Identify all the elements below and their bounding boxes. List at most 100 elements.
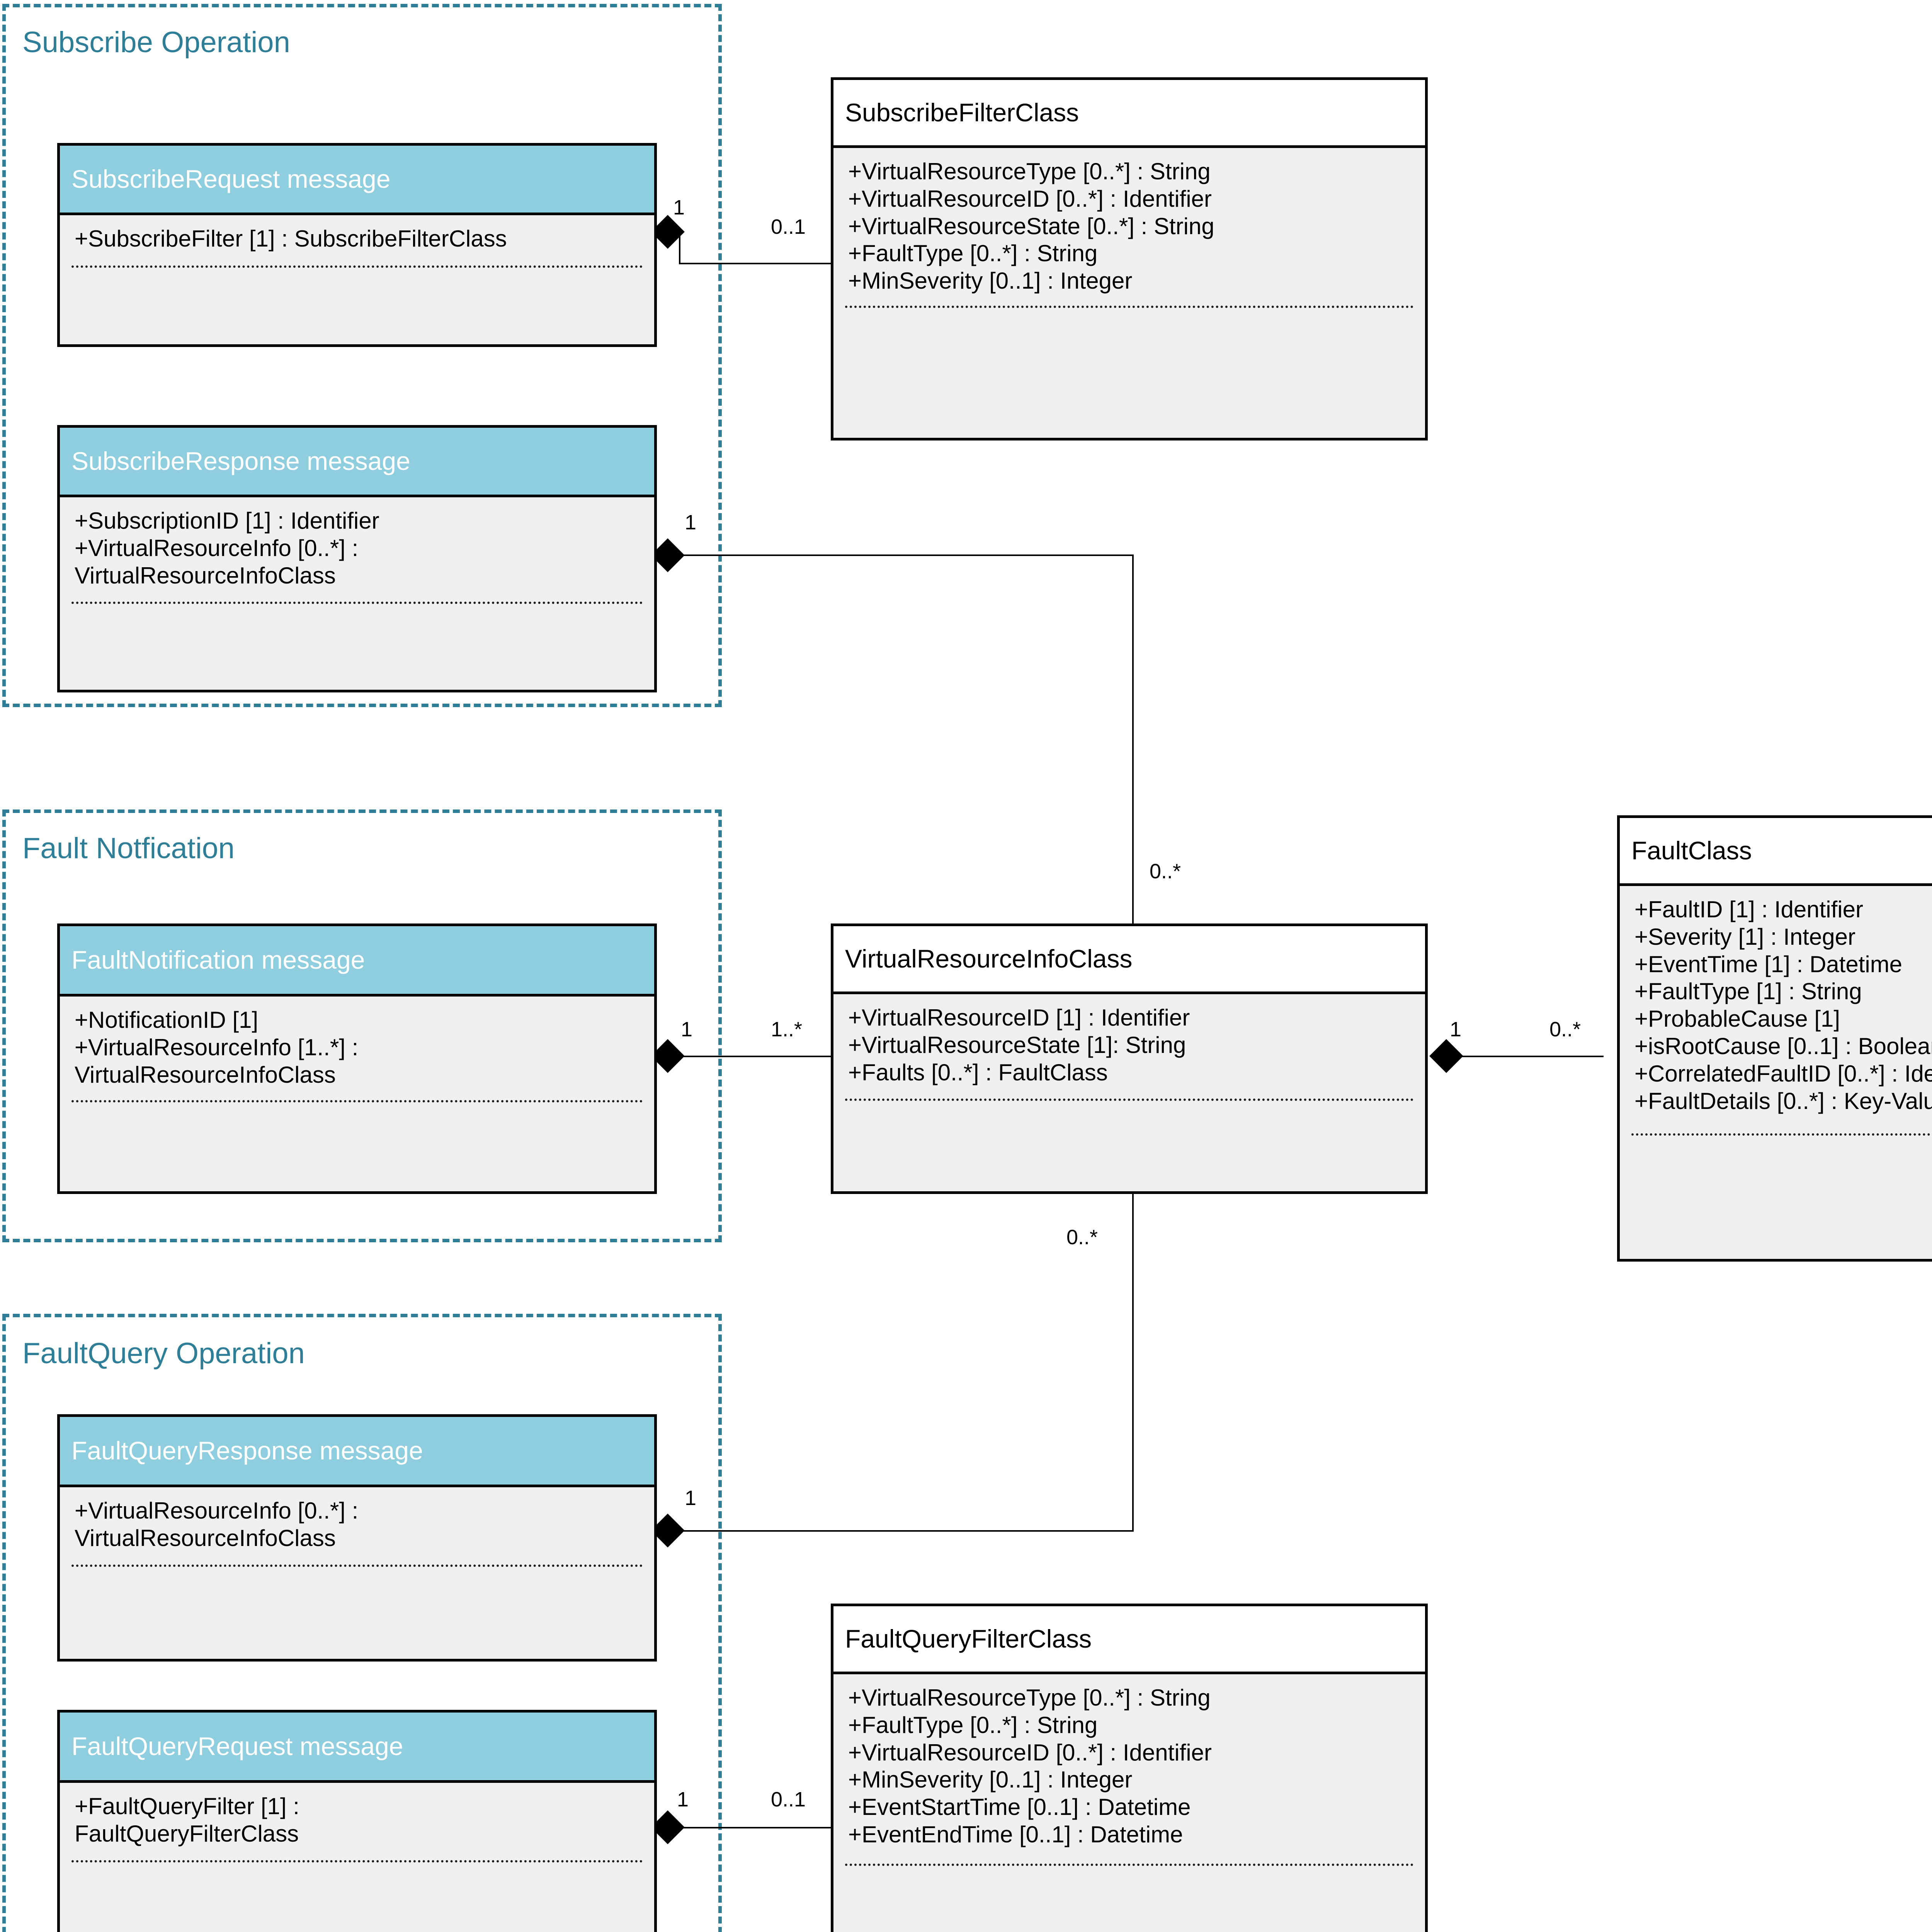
attribute-row: +VirtualResourceState [0..*] : String: [848, 213, 1214, 239]
multiplicity-subresp-source: 1: [685, 511, 697, 534]
attribute-row: +CorrelatedFaultID [0..*] : Identifier: [1634, 1060, 1932, 1087]
attribute-row: +FaultType [1] : String: [1634, 978, 1862, 1005]
box-title-fault-query-filter-class: FaultQueryFilterClass: [845, 1624, 1092, 1653]
attribute-row: +VirtualResourceType [0..*] : String: [848, 158, 1211, 184]
attribute-row: +FaultType [0..*] : String: [848, 1712, 1098, 1738]
box-title-subscribe-response: SubscribeResponse message: [71, 446, 410, 475]
box-fault-class[interactable]: FaultClass +FaultID [1] : Identifier +Se…: [1617, 815, 1932, 1262]
attribute-row: +VirtualResourceType [0..*] : String: [848, 1685, 1211, 1711]
box-header-fault-notification: FaultNotification message: [60, 926, 654, 997]
box-header-fault-class: FaultClass: [1620, 818, 1932, 886]
multiplicity-fqfilter-target: 0..1: [771, 1788, 806, 1811]
box-body-fault-query-response: +VirtualResourceInfo [0..*] : VirtualRes…: [60, 1487, 654, 1659]
attribute-row: +VirtualResourceInfo [1..*] :: [75, 1034, 359, 1060]
attribute-row: +MinSeverity [0..1] : Integer: [848, 268, 1133, 294]
connector-fqreq-fqfilter-horizontal: [679, 1827, 832, 1828]
attribute-row: +SubscriptionID [1] : Identifier: [75, 508, 379, 534]
compartment-separator: [71, 1100, 643, 1102]
box-title-virtual-resource-info-class: VirtualResourceInfoClass: [845, 944, 1133, 973]
attribute-row: VirtualResourceInfoClass: [75, 1061, 336, 1088]
connector-fqresp-vri-vertical: [1132, 1194, 1134, 1532]
box-header-fault-query-request: FaultQueryRequest message: [60, 1713, 654, 1783]
attribute-row: +Faults [0..*] : FaultClass: [848, 1059, 1108, 1085]
box-body-virtual-resource-info-class: +VirtualResourceID [1] : Identifier +Vir…: [833, 994, 1425, 1191]
box-subscribe-response-message[interactable]: SubscribeResponse message +SubscriptionI…: [57, 425, 657, 692]
attribute-row: +EventEndTime [0..1] : Datetime: [848, 1821, 1183, 1847]
compartment-separator: [71, 602, 643, 604]
multiplicity-subreq-source: 1: [673, 196, 685, 219]
box-title-fault-query-request: FaultQueryRequest message: [71, 1731, 403, 1760]
attribute-row: +FaultQueryFilter [1] :: [75, 1793, 299, 1819]
group-frame-faultquery-operation: [2, 1314, 722, 1932]
connector-subresp-vri-horizontal: [679, 554, 1134, 556]
attribute-row: +FaultType [0..*] : String: [848, 240, 1098, 267]
group-title-faultquery-operation: FaultQuery Operation: [22, 1337, 305, 1370]
compartment-separator: [71, 265, 643, 268]
box-title-fault-notification: FaultNotification message: [71, 945, 365, 974]
connector-fqresp-vri-horizontal: [679, 1530, 1134, 1532]
attribute-row: +EventStartTime [0..1] : Datetime: [848, 1794, 1191, 1820]
box-header-fault-query-filter-class: FaultQueryFilterClass: [833, 1606, 1425, 1674]
attribute-row: +Severity [1] : Integer: [1634, 923, 1855, 950]
group-title-subscribe-operation: Subscribe Operation: [22, 26, 290, 59]
attribute-row: +FaultID [1] : Identifier: [1634, 896, 1863, 922]
box-fault-query-filter-class[interactable]: FaultQueryFilterClass +VirtualResourceTy…: [831, 1604, 1428, 1932]
box-subscribe-filter-class[interactable]: SubscribeFilterClass +VirtualResourceTyp…: [831, 77, 1428, 440]
multiplicity-faultnotif-source: 1: [681, 1018, 693, 1041]
box-header-subscribe-filter-class: SubscribeFilterClass: [833, 80, 1425, 148]
multiplicity-vri-target-bottom: 0..*: [1066, 1226, 1098, 1249]
box-subscribe-request-message[interactable]: SubscribeRequest message +SubscribeFilte…: [57, 143, 657, 347]
connector-faultnotif-vri-horizontal: [679, 1056, 832, 1057]
compartment-separator: [71, 1565, 643, 1567]
attribute-row: +SubscribeFilter [1] : SubscribeFilterCl…: [75, 226, 507, 252]
attribute-row: +MinSeverity [0..1] : Integer: [848, 1767, 1133, 1793]
box-body-subscribe-filter-class: +VirtualResourceType [0..*] : String +Vi…: [833, 148, 1425, 438]
attribute-row: VirtualResourceInfoClass: [75, 562, 336, 588]
group-frame-fault-notification: [2, 810, 722, 1242]
box-header-subscribe-request: SubscribeRequest message: [60, 146, 654, 215]
attribute-row: VirtualResourceInfoClass: [75, 1525, 336, 1551]
box-header-subscribe-response: SubscribeResponse message: [60, 428, 654, 497]
box-fault-query-request-message[interactable]: FaultQueryRequest message +FaultQueryFil…: [57, 1710, 657, 1932]
box-header-fault-query-response: FaultQueryResponse message: [60, 1417, 654, 1487]
attribute-row: +VirtualResourceID [0..*] : Identifier: [848, 1739, 1212, 1765]
group-frame-subscribe-operation: [2, 4, 722, 707]
compartment-separator: [845, 306, 1413, 308]
box-fault-query-response-message[interactable]: FaultQueryResponse message +VirtualResou…: [57, 1414, 657, 1662]
connector-subreq-subfilter-horizontal: [679, 263, 832, 264]
compartment-separator: [1631, 1133, 1932, 1136]
compartment-separator: [845, 1099, 1413, 1101]
multiplicity-fqresp-source: 1: [685, 1486, 697, 1510]
box-body-fault-query-request: +FaultQueryFilter [1] : FaultQueryFilter…: [60, 1783, 654, 1932]
box-body-fault-query-filter-class: +VirtualResourceType [0..*] : String +Fa…: [833, 1674, 1425, 1932]
attribute-row: +VirtualResourceInfo [0..*] :: [75, 535, 359, 561]
diamond-vri-faultclass: [1429, 1039, 1463, 1073]
box-body-fault-class: +FaultID [1] : Identifier +Severity [1] …: [1620, 886, 1932, 1259]
box-body-subscribe-response: +SubscriptionID [1] : Identifier +Virtua…: [60, 497, 654, 690]
multiplicity-subfilter-target: 0..1: [771, 215, 806, 238]
attribute-row: +EventTime [1] : Datetime: [1634, 951, 1903, 977]
box-title-subscribe-request: SubscribeRequest message: [71, 164, 391, 193]
box-fault-notification-message[interactable]: FaultNotification message +NotificationI…: [57, 923, 657, 1194]
group-title-fault-notification: Fault Notfication: [22, 832, 235, 865]
box-body-fault-notification: +NotificationID [1] +VirtualResourceInfo…: [60, 997, 654, 1191]
attribute-row: +FaultDetails [0..*] : Key-Value pairs: [1634, 1088, 1932, 1114]
attribute-row: +ProbableCause [1]: [1634, 1006, 1840, 1032]
compartment-separator: [71, 1860, 643, 1862]
attribute-row: +VirtualResourceInfo [0..*] :: [75, 1498, 359, 1524]
box-header-virtual-resource-info-class: VirtualResourceInfoClass: [833, 926, 1425, 994]
box-title-subscribe-filter-class: SubscribeFilterClass: [845, 98, 1079, 127]
attribute-row: +VirtualResourceID [0..*] : Identifier: [848, 185, 1212, 212]
attribute-row: FaultQueryFilterClass: [75, 1820, 299, 1847]
compartment-separator: [845, 1864, 1413, 1866]
multiplicity-vri-target-left: 1..*: [771, 1018, 803, 1041]
multiplicity-faultclass-target: 0..*: [1549, 1018, 1581, 1041]
attribute-row: +VirtualResourceState [1]: String: [848, 1032, 1186, 1058]
box-title-fault-query-response: FaultQueryResponse message: [71, 1436, 423, 1465]
attribute-row: +isRootCause [0..1] : Boolean: [1634, 1033, 1932, 1059]
box-virtual-resource-info-class[interactable]: VirtualResourceInfoClass +VirtualResourc…: [831, 923, 1428, 1194]
box-title-fault-class: FaultClass: [1631, 836, 1752, 865]
multiplicity-fqreq-source: 1: [677, 1788, 689, 1811]
multiplicity-vri-target-top: 0..*: [1150, 860, 1181, 883]
